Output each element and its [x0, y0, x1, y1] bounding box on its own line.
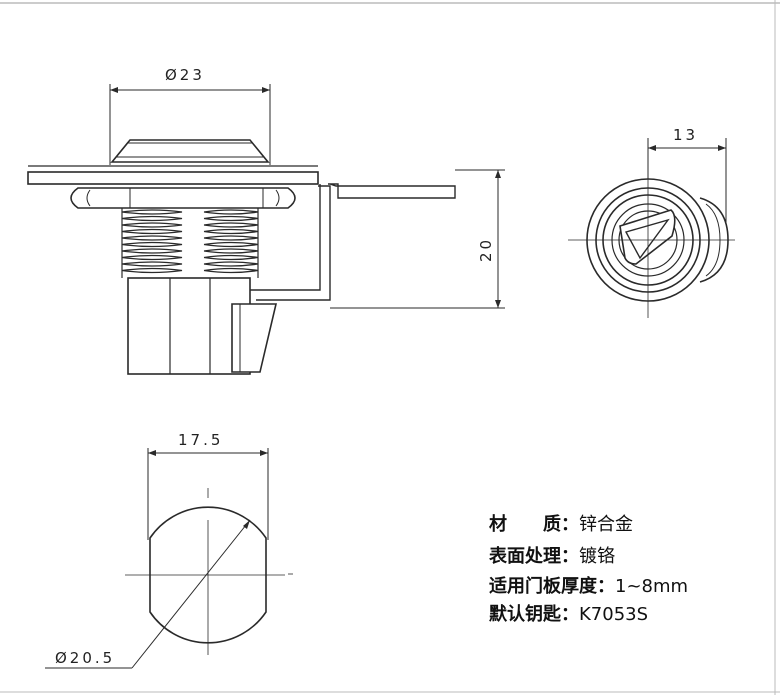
side-view — [27, 84, 505, 375]
thread-coil — [203, 215, 259, 222]
spec-key-value: K7053S — [579, 604, 649, 625]
front-view — [568, 138, 735, 318]
thread-coil — [203, 241, 259, 248]
thread-coil — [121, 215, 183, 222]
spec-surface: 表面处理：镀铬 — [489, 546, 615, 568]
thread-coil — [203, 235, 259, 241]
dim-side-width: 13 — [673, 126, 698, 144]
spec-thickness-label: 适用门板厚度： — [489, 576, 615, 597]
thread-coil — [121, 248, 183, 254]
dim-cam-diameter: Ø20.5 — [55, 649, 115, 667]
spec-thickness: 适用门板厚度：1~8mm — [489, 576, 688, 598]
thread-coil — [121, 235, 183, 241]
thread-coil — [203, 261, 259, 267]
thread-coil — [121, 228, 183, 235]
spec-thickness-value: 1~8mm — [615, 576, 689, 597]
spec-key: 默认钥匙：K7053S — [489, 604, 648, 626]
dim-cam-width: 17.5 — [178, 431, 223, 449]
spec-material-label-b: 质： — [543, 514, 579, 535]
spec-surface-label: 表面处理： — [489, 546, 579, 567]
dim-head-diameter: Ø23 — [165, 66, 205, 84]
dim-height: 20 — [477, 237, 495, 262]
thread-coil — [203, 267, 259, 274]
thread-coil — [121, 241, 183, 248]
thread-coil — [121, 209, 183, 215]
spec-material-value: 锌合金 — [579, 514, 633, 535]
thread-coil — [203, 248, 259, 254]
thread-coil — [203, 222, 259, 228]
spec-surface-value: 镀铬 — [579, 546, 615, 567]
spec-material: 材 质：锌合金 — [489, 514, 633, 536]
thread-coil — [121, 222, 183, 228]
thread-coil — [203, 254, 259, 261]
spec-material-label-a: 材 — [489, 514, 507, 535]
thread-coil — [121, 254, 183, 261]
thread-coil — [203, 209, 259, 215]
thread-coils-right — [203, 209, 259, 274]
thread-coils-left — [121, 209, 183, 274]
spec-key-label: 默认钥匙： — [489, 604, 579, 625]
thread-coil — [203, 228, 259, 235]
cam-view — [45, 448, 293, 669]
thread-coil — [121, 261, 183, 267]
thread-coil — [121, 267, 183, 274]
